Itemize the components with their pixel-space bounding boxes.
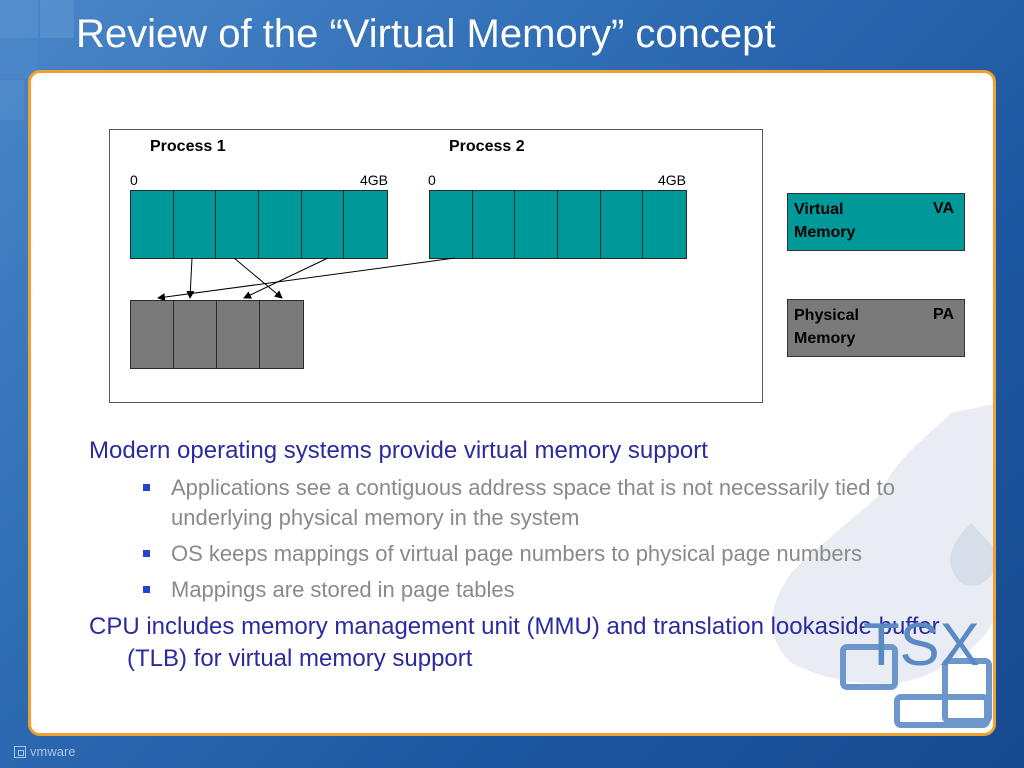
- world-map-watermark: [772, 404, 993, 684]
- tsx-logo-text: TSX: [863, 611, 980, 678]
- physical-page: [260, 301, 303, 368]
- virtual-page: [643, 191, 687, 258]
- bullet-virtual-memory-support: Modern operating systems provide virtual…: [89, 437, 708, 464]
- process2-virtual-pages: [429, 190, 687, 259]
- mapping-arrow: [233, 257, 283, 299]
- virtual-page: [301, 191, 345, 258]
- physical-page: [217, 301, 260, 368]
- virtual-page: [216, 191, 260, 258]
- virtual-page: [472, 191, 516, 258]
- vmware-brand-text: vmware: [30, 744, 76, 759]
- slide-title: Review of the “Virtual Memory” concept: [76, 12, 776, 56]
- p1-start-label: 0: [130, 172, 138, 188]
- physical-pages: [130, 300, 304, 369]
- virtual-page: [558, 191, 601, 258]
- mapping-arrow: [186, 257, 195, 299]
- bullet-square-icon: [143, 484, 150, 491]
- virtual-page: [131, 191, 174, 258]
- tsx-logo: TSX: [840, 611, 992, 728]
- sub-bullet: Mappings are stored in page tables: [143, 575, 959, 605]
- sub-bullet-text: Applications see a contiguous address sp…: [171, 475, 895, 530]
- virtual-page: [344, 191, 388, 258]
- virtual-page: [173, 191, 217, 258]
- vmware-mark-icon: [14, 745, 26, 758]
- mapping-arrow: [243, 257, 329, 299]
- virtual-page: [259, 191, 302, 258]
- virtual-page: [515, 191, 559, 258]
- mapping-arrow: [157, 257, 456, 302]
- p1-end-label: 4GB: [360, 172, 389, 188]
- sub-bullet-text: Mappings are stored in page tables: [171, 577, 515, 602]
- process1-label: Process 1: [150, 138, 226, 155]
- legend-virtual-abbr: VA: [932, 200, 954, 217]
- sub-bullet-text: OS keeps mappings of virtual page number…: [171, 541, 862, 566]
- legend-physical-label: Physical Memory: [794, 307, 859, 347]
- p2-end-label: 4GB: [658, 172, 687, 188]
- bullet-square-icon: [143, 586, 150, 593]
- p2-start-label: 0: [428, 172, 436, 188]
- legend-physical-abbr: PA: [932, 306, 954, 323]
- sub-bullet: OS keeps mappings of virtual page number…: [143, 539, 959, 569]
- bullet-mmu-tlb: CPU includes memory management unit (MMU…: [89, 613, 940, 672]
- legend-virtual-label: Virtual Memory: [794, 201, 856, 241]
- vmware-logo: vmware: [14, 744, 76, 759]
- legend-virtual-memory: Virtual Memory VA: [787, 193, 965, 251]
- memory-mapping-diagram: Process 1 Process 2 0 4GB 0 4GB: [109, 129, 763, 403]
- physical-page: [174, 301, 217, 368]
- virtual-page: [430, 191, 473, 258]
- bullet-list: Modern operating systems provide virtual…: [89, 435, 959, 681]
- sub-bullet: Applications see a contiguous address sp…: [143, 473, 959, 533]
- process1-virtual-pages: [130, 190, 388, 259]
- content-panel: Process 1 Process 2 0 4GB 0 4GB: [28, 70, 996, 736]
- virtual-page: [600, 191, 644, 258]
- physical-page: [131, 301, 174, 368]
- bullet-square-icon: [143, 550, 150, 557]
- legend-physical-memory: Physical Memory PA: [787, 299, 965, 357]
- process2-label: Process 2: [449, 138, 525, 155]
